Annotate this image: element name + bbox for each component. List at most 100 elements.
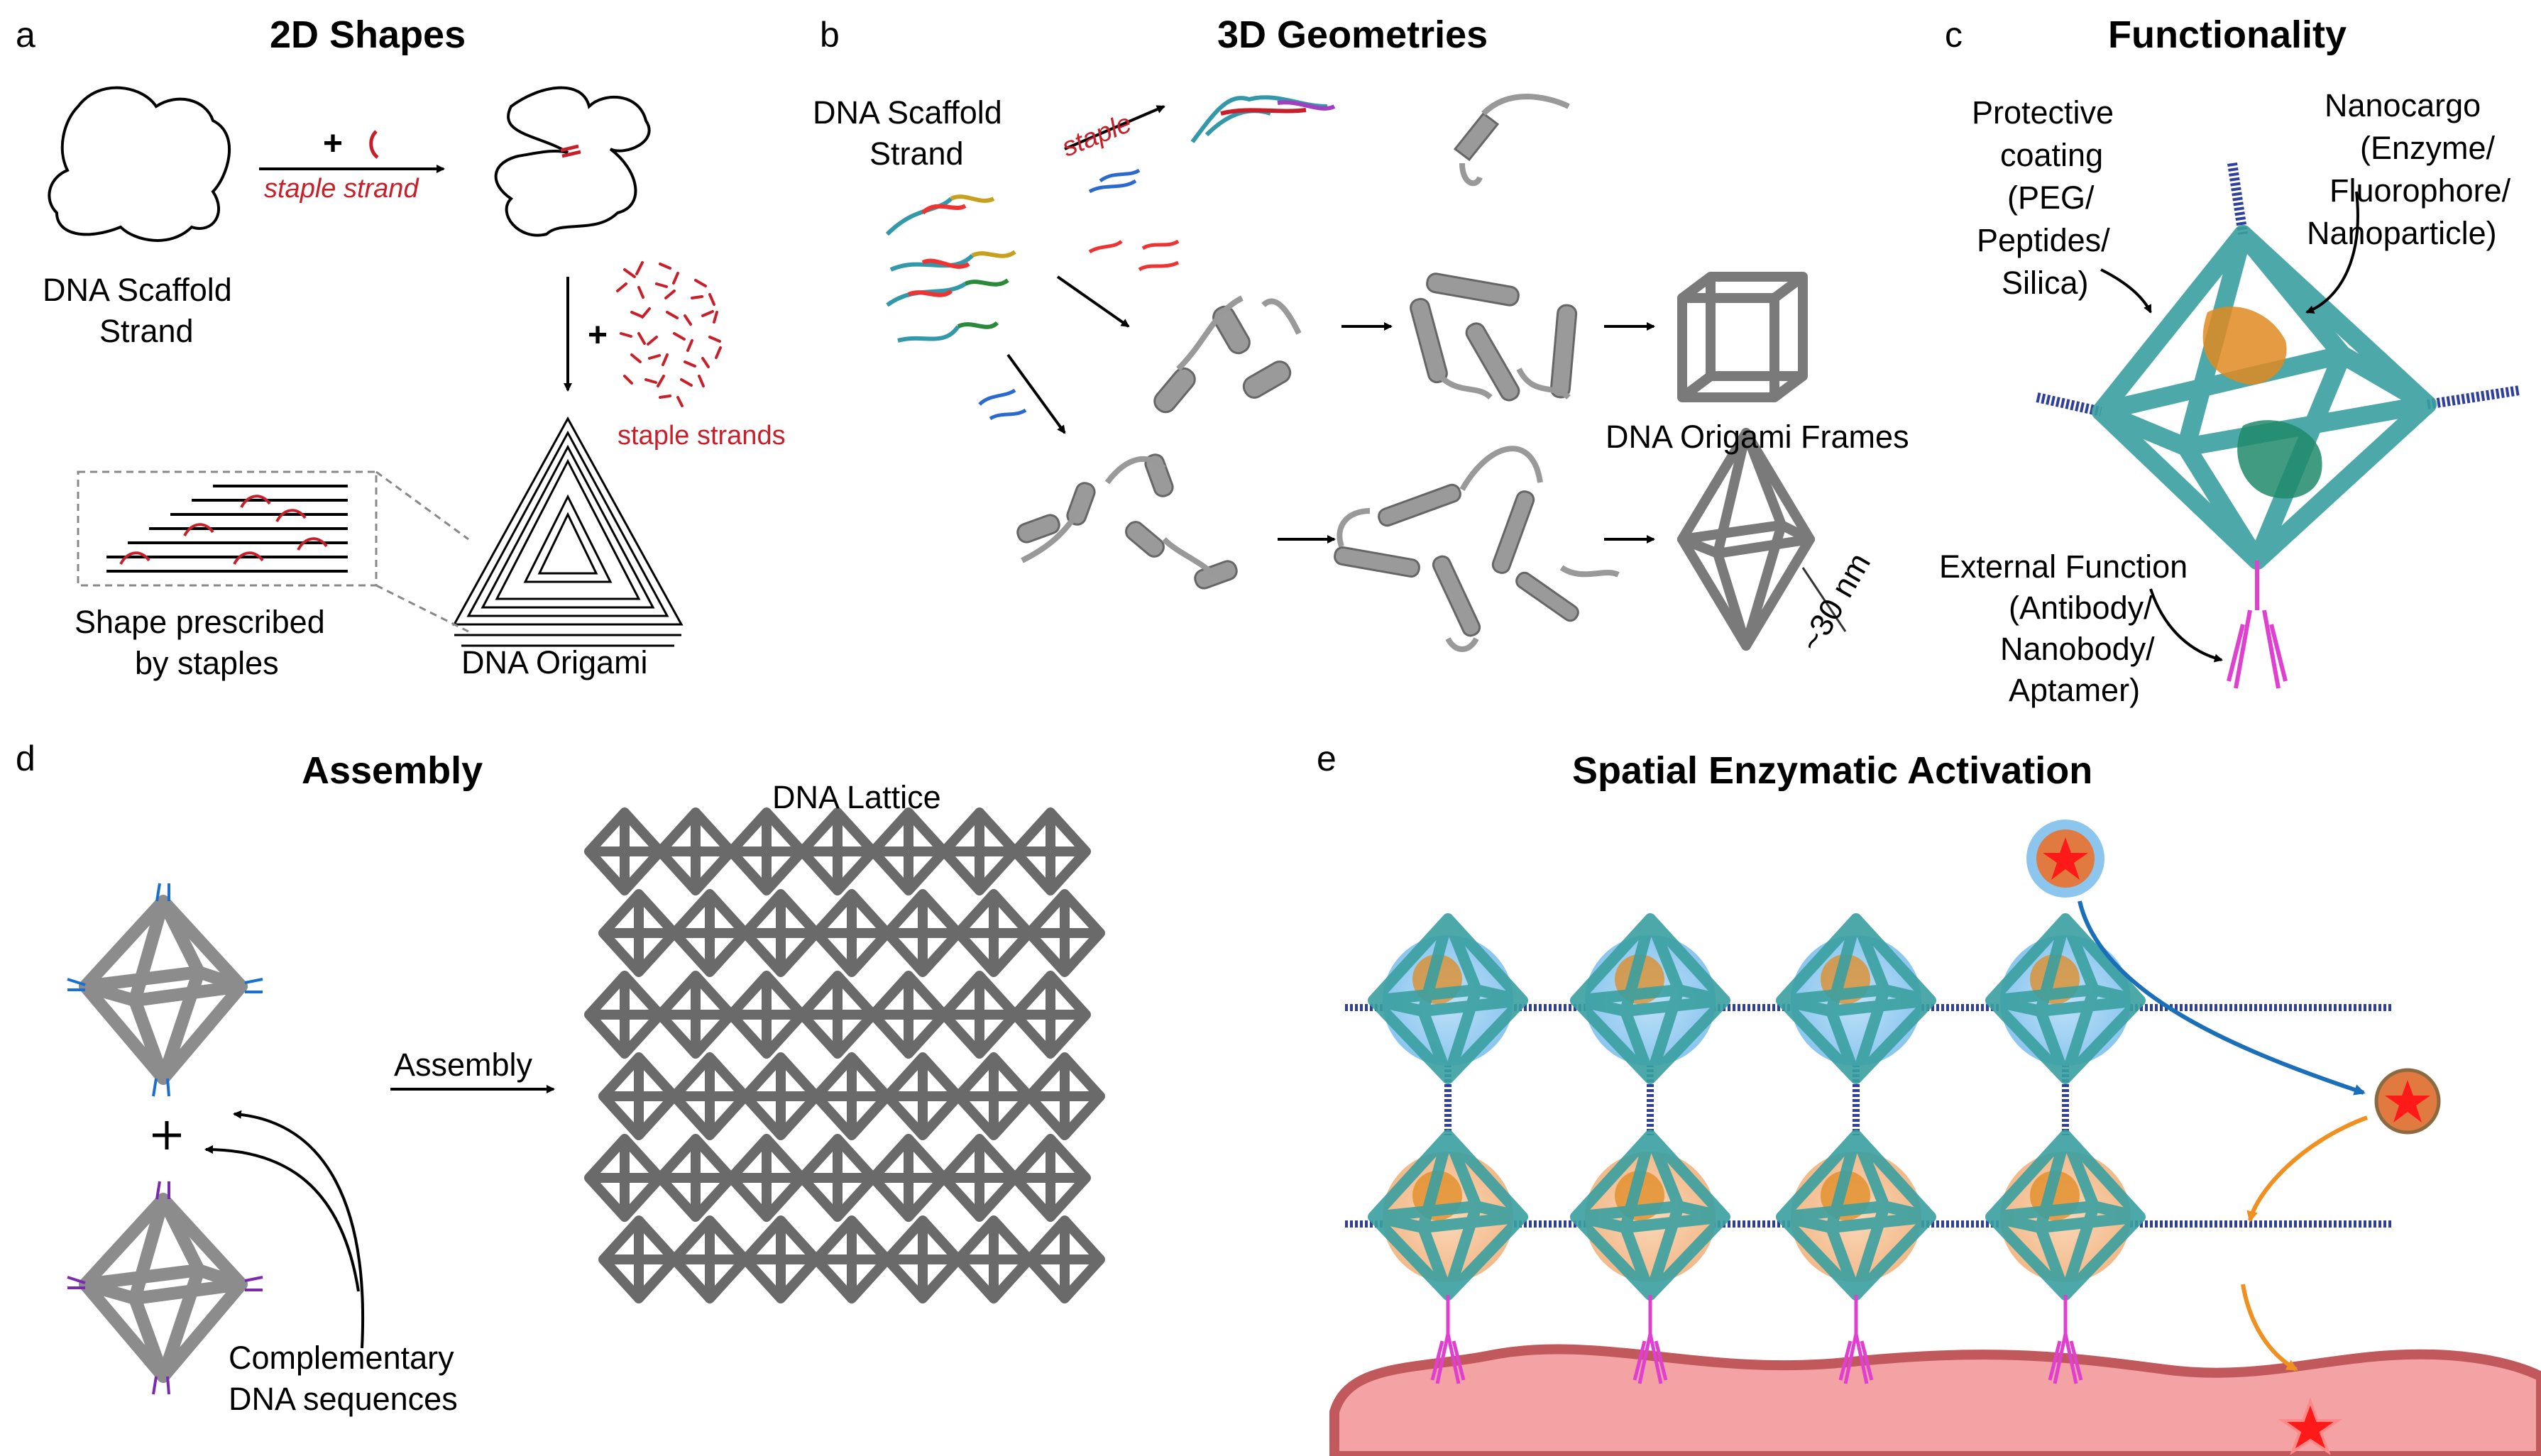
gray-bundles-row2-folded <box>1334 446 1620 652</box>
lattice-cell <box>882 889 963 977</box>
cargo-green <box>2237 420 2322 499</box>
antibody <box>1430 1295 1466 1384</box>
panel-e-title: Spatial Enzymatic Activation <box>1572 749 2093 792</box>
lattice-cell <box>953 889 1034 977</box>
antibody <box>2227 561 2288 689</box>
lattice-cell <box>868 971 949 1059</box>
cargo-line-2: (Enzyme/ <box>2360 130 2496 166</box>
lattice-cell <box>1024 1052 1105 1140</box>
handle-right <box>2426 385 2521 409</box>
plus-a-1: + <box>323 125 344 162</box>
panel-b-graphics <box>885 94 1847 652</box>
external-line-4: Aptamer) <box>2009 672 2141 708</box>
teal-frame <box>1985 913 2146 1084</box>
panel-a-title: 2D Shapes <box>270 13 466 56</box>
e-lattice <box>1345 913 2392 1384</box>
zoom-detail <box>106 485 348 573</box>
handle-left <box>2036 392 2102 417</box>
octahedron-purple <box>79 1193 248 1383</box>
lattice-cell <box>598 1215 679 1303</box>
lattice-cell <box>584 1134 665 1222</box>
lattice-label: DNA Lattice <box>772 779 941 815</box>
panel-d-title: Assembly <box>302 749 483 792</box>
arrow-orange-2 <box>2241 1284 2298 1372</box>
lattice-cell <box>655 971 736 1059</box>
cargo-line-3: Fluorophore/ <box>2329 172 2511 209</box>
product-star <box>2278 1397 2343 1455</box>
zoom-box <box>77 470 378 587</box>
lattice-cell <box>882 1215 963 1303</box>
substrate-star <box>2043 837 2088 880</box>
lattice-cell <box>797 1134 878 1222</box>
arrow-orange-1 <box>2246 1115 2369 1223</box>
arrow-blue <box>2078 900 2366 1096</box>
coating-line-4: Peptides/ <box>1977 222 2110 258</box>
scaffold-with-staple <box>494 86 651 237</box>
octahedron-blue <box>79 895 248 1085</box>
teal-frame <box>1776 913 1936 1084</box>
panel-e-letter: e <box>1317 739 1337 778</box>
lattice-cell <box>797 807 878 895</box>
lattice-cell <box>584 971 665 1059</box>
scaffold-label-a-2: Strand <box>99 313 194 349</box>
complementary-label-2: DNA sequences <box>229 1381 458 1417</box>
assembly-arrow-label: Assembly <box>394 1047 533 1083</box>
lattice-cell <box>740 1215 821 1303</box>
lattice-cell <box>953 1215 1034 1303</box>
cargo-line-4: Nanoparticle) <box>2307 215 2497 251</box>
lattice-cell <box>726 1134 807 1222</box>
single-staple <box>369 130 379 159</box>
coating-line-5: Silica) <box>2002 265 2089 301</box>
panel-c-graphics <box>2036 162 2521 689</box>
lattice-cell <box>1024 1215 1105 1303</box>
cargo-orange <box>2202 307 2287 385</box>
gray-bundles-row2 <box>1016 453 1238 590</box>
lattice-cell <box>584 807 665 895</box>
lattice-cell <box>655 1134 736 1222</box>
panel-c-title: Functionality <box>2108 13 2347 56</box>
lattice-cell <box>811 1052 892 1140</box>
cube-frame <box>1677 272 1808 402</box>
panel-b-title: 3D Geometries <box>1217 13 1488 56</box>
plus-a-2: + <box>588 316 608 354</box>
external-line-2: (Antibody/ <box>2009 590 2153 626</box>
lattice-cell <box>811 1215 892 1303</box>
gray-bundle-single <box>1453 94 1570 187</box>
teal-frame <box>1368 913 1528 1084</box>
origami-label: DNA Origami <box>461 644 648 680</box>
handle-top <box>2227 162 2248 236</box>
lattice-cell <box>953 1052 1034 1140</box>
lattice-cell <box>1010 807 1091 895</box>
lattice-cell <box>669 1052 750 1140</box>
lattice-cell <box>669 889 750 977</box>
lattice-cell <box>740 1052 821 1140</box>
octahedron-frame <box>1677 428 1815 651</box>
lattice-cell <box>655 807 736 895</box>
complementary-label-1: Complementary <box>229 1340 454 1376</box>
origami-triangle <box>452 416 684 647</box>
coating-line-1: Protective <box>1972 94 2114 131</box>
lattice-cell <box>726 807 807 895</box>
lattice-cell <box>740 889 821 977</box>
shape-label-2: by staples <box>135 645 279 681</box>
antibody <box>1632 1295 1668 1384</box>
lattice-cell <box>939 1134 1020 1222</box>
panel-b-letter: b <box>820 15 840 55</box>
lattice-cell <box>598 889 679 977</box>
staple-strands-label: staple strands <box>618 421 786 451</box>
panel-a-letter: a <box>16 15 35 55</box>
lattice-cell <box>882 1052 963 1140</box>
gray-bundles-row1-folded <box>1410 272 1578 402</box>
shape-label-1: Shape prescribed <box>75 604 325 640</box>
staple-strand-label: staple strand <box>264 174 419 204</box>
coating-line-3: (PEG/ <box>2007 180 2095 216</box>
teal-frame <box>1570 913 1730 1084</box>
lattice-cell <box>726 971 807 1059</box>
lattice-cell <box>1010 971 1091 1059</box>
panel-a-graphics <box>48 86 722 647</box>
lattice-cell <box>669 1215 750 1303</box>
lattice-cell <box>868 1134 949 1222</box>
scaffold-strand-loop <box>48 86 231 242</box>
lattice-cell <box>598 1052 679 1140</box>
